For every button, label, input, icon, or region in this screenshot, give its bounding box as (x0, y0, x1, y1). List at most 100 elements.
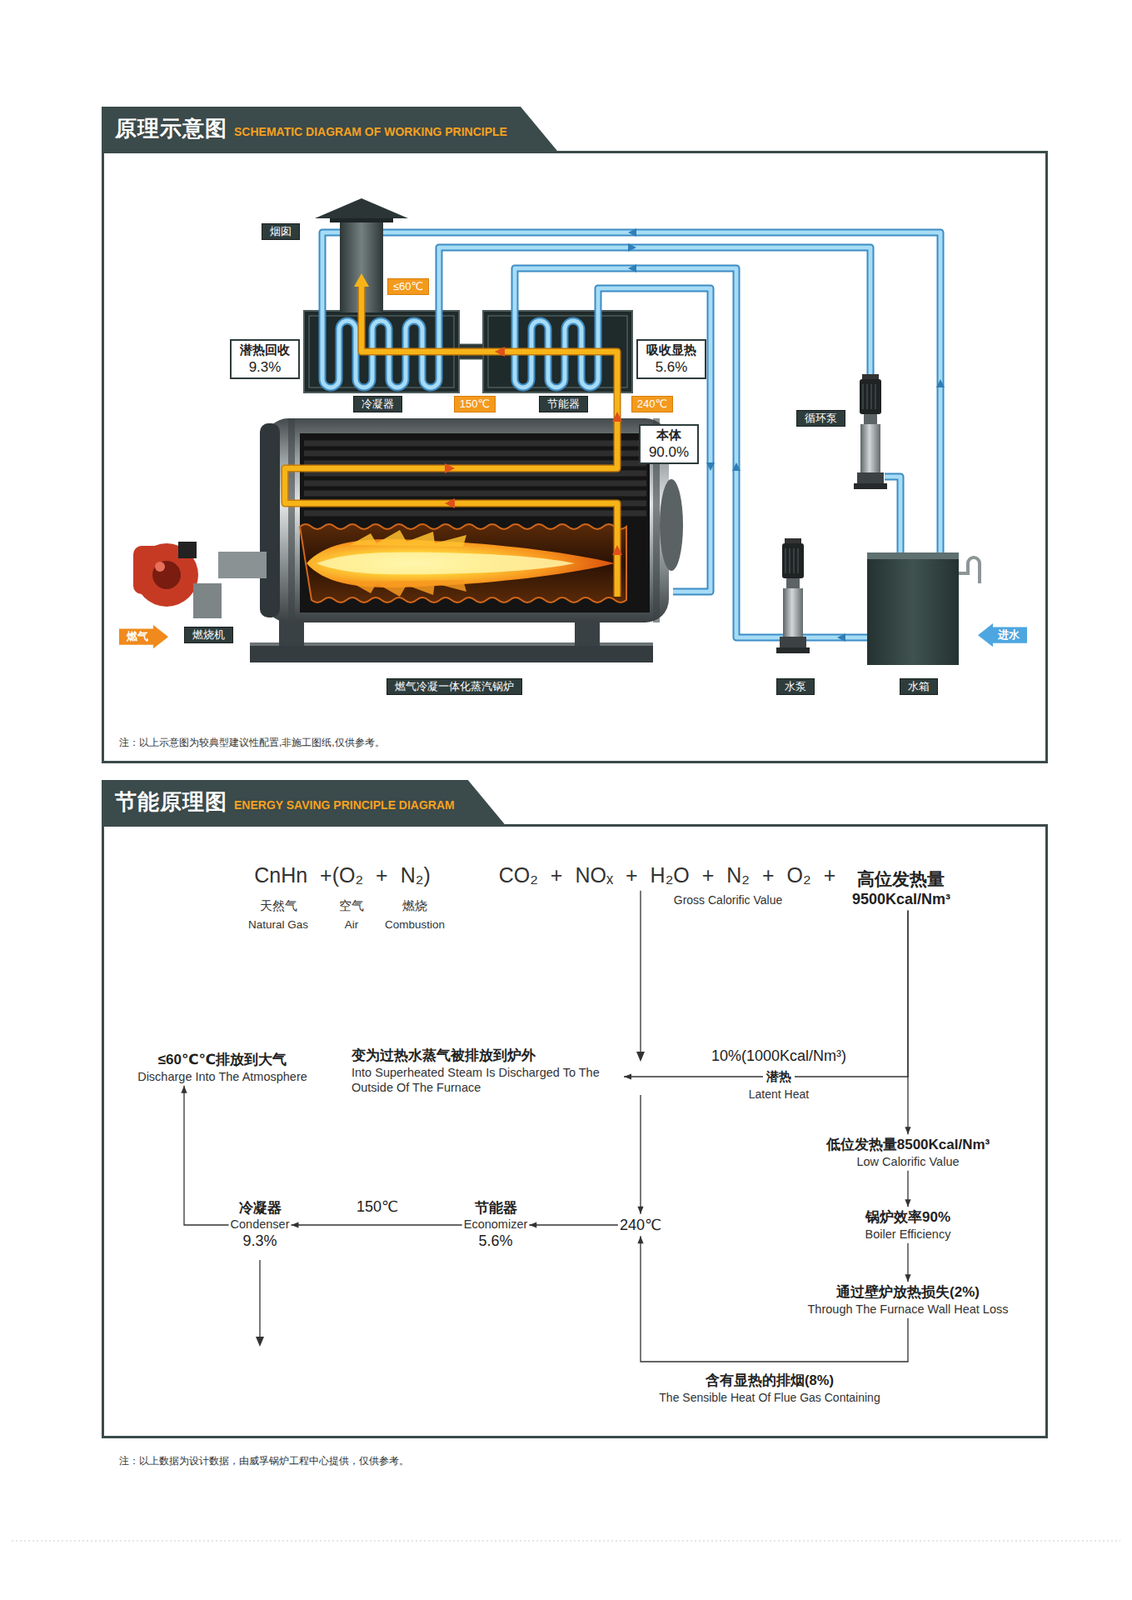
edge-label: 150℃ (353, 1196, 402, 1217)
temperature-tag: 150℃ (453, 395, 496, 413)
node-text: Condenser (230, 1216, 290, 1232)
node-text: 循环泵 (804, 411, 838, 425)
node-text: 水泵 (784, 679, 807, 694)
flow-node: 锅炉效率90%Boiler Efficiency (865, 1207, 952, 1241)
pump (853, 374, 888, 489)
pump (785, 548, 798, 574)
furnace-flame (299, 523, 627, 603)
formula-node: CO₂ + NOₓ + H₂O + N₂ + O₂ + (498, 862, 837, 888)
footnote: 注：以上示意图为较典型建议性配置,非施工图纸,仅供参考。 (119, 736, 385, 749)
part-label: 烟囱 (261, 223, 300, 240)
burner (152, 560, 181, 589)
caption-text: Air (344, 917, 360, 933)
fire-tube (304, 440, 647, 447)
water-tank (867, 552, 959, 559)
node-text: 低位发热量8500Kcal/Nm³ (826, 1135, 991, 1153)
temperature-tag: 240℃ (631, 395, 674, 413)
boiler-shell (659, 478, 684, 571)
node-text: 240℃ (619, 1215, 662, 1235)
fire-tube (304, 490, 647, 497)
fire-tube (304, 480, 647, 487)
boiler-shell (259, 423, 280, 618)
section-subtitle: SCHEMATIC DIAGRAM OF WORKING PRINCIPLE (234, 118, 508, 140)
burner (218, 551, 267, 579)
node-text: Into Superheated Steam Is Discharged To … (351, 1064, 623, 1095)
part-label: 节能器 (538, 395, 589, 413)
flue-direction-mark (494, 346, 505, 357)
burner (133, 541, 267, 619)
formula-node: CnHn +(O₂ + N₂) (254, 862, 431, 888)
pump (782, 543, 804, 579)
pump (786, 578, 800, 589)
node-text: 水箱 (907, 679, 930, 694)
fire-tube (304, 450, 647, 457)
pump (782, 588, 803, 637)
arrow-shape (119, 624, 169, 649)
node-text: 通过壁炉放热损失(2%) (807, 1282, 1009, 1301)
node-text: Boiler Efficiency (865, 1226, 952, 1242)
free-arrow (636, 1051, 645, 1062)
flow-direction-mark (936, 378, 945, 388)
caption-text: Combustion (384, 917, 445, 933)
free-arrow (255, 1051, 645, 1347)
flow-arrow (528, 1223, 619, 1225)
node-text: 9.3% (239, 358, 290, 376)
connector-group (184, 890, 908, 1362)
flow-direction-mark (628, 264, 637, 273)
node-text: ≤60℃℃排放到大气 (137, 1050, 308, 1068)
flue-direction-mark (612, 544, 623, 555)
page-edge-line (11, 1540, 1121, 1541)
section-panel: 节能原理图ENERGY SAVING PRINCIPLE DIAGRAMCnHn… (101, 823, 1048, 1438)
caption-text: 空气 (339, 897, 365, 914)
node-text: CnHn +(O₂ + N₂) (254, 862, 431, 888)
node-text: Through The Furnace Wall Heat Loss (807, 1301, 1009, 1317)
flow-node: 240℃ (619, 1215, 662, 1235)
percent-callout: 潜热回收9.3% (229, 339, 300, 379)
flue-gas-path (284, 284, 618, 597)
flow-node: 通过壁炉放热损失(2%)Through The Furnace Wall Hea… (807, 1282, 1009, 1316)
node-text: 潜热回收 (239, 342, 290, 359)
flue-direction-mark (354, 273, 370, 287)
node-text: ≤60℃ (393, 279, 424, 294)
node-text: Discharge Into The Atmosphere (137, 1068, 308, 1084)
tab-shape (101, 106, 558, 151)
flow-arrow (907, 1242, 908, 1282)
section-title: 原理示意图 (114, 114, 228, 143)
part-label: 燃气冷凝一体化蒸汽锅炉 (386, 678, 523, 695)
node-text: 150℃ (459, 397, 490, 411)
percent-callout: 吸收显热5.6% (636, 339, 707, 379)
furnace-flame (349, 579, 467, 597)
part-label: 水泵 (776, 678, 815, 695)
part-label: 燃烧机 (184, 626, 234, 644)
pump (862, 383, 876, 409)
free-arrow (255, 1336, 265, 1347)
node-text: 5.6% (463, 1231, 529, 1251)
flow-node: 节能器Economizer5.6% (463, 1198, 529, 1251)
flow-node: ≤60℃℃排放到大气Discharge Into The Atmosphere (137, 1050, 308, 1083)
section-panel: 原理示意图SCHEMATIC DIAGRAM OF WORKING PRINCI… (101, 150, 1048, 763)
caption-text: The Sensible Heat Of Flue Gas Containing (658, 1390, 880, 1406)
flow-arrow (907, 1170, 908, 1207)
caption-text: Gross Calorific Value (673, 892, 783, 908)
flow-arrow (290, 1223, 462, 1225)
caption-text: 燃烧 (402, 897, 428, 914)
inlet-arrow: 进水 (977, 623, 1028, 647)
node-text: 燃烧机 (192, 628, 225, 642)
caption-text: 天然气 (259, 897, 298, 914)
flue-gas-path (284, 284, 618, 597)
flow-direction-mark (837, 633, 846, 642)
footnote: 注：以上数据为设计数据，由威孚锅炉工程中心提供，仅供参考。 (119, 1454, 409, 1467)
pump (863, 413, 878, 424)
flow-direction-mark (628, 243, 637, 252)
flow-arrow (184, 1085, 230, 1225)
section-subtitle: ENERGY SAVING PRINCIPLE DIAGRAM (234, 791, 455, 813)
node-text: 9500Kcal/Nm³ (852, 889, 951, 909)
boiler-shell (264, 418, 669, 623)
burner (154, 561, 165, 572)
node-text: 240℃ (637, 397, 668, 411)
temperature-tag: ≤60℃ (387, 278, 429, 295)
flow-node: 低位发热量8500Kcal/Nm³Low Calorific Value (826, 1135, 991, 1168)
node-text: 燃气 (126, 629, 149, 644)
arrow-shape (977, 623, 1028, 647)
heading-tab: 节能原理图ENERGY SAVING PRINCIPLE DIAGRAM (101, 779, 505, 824)
